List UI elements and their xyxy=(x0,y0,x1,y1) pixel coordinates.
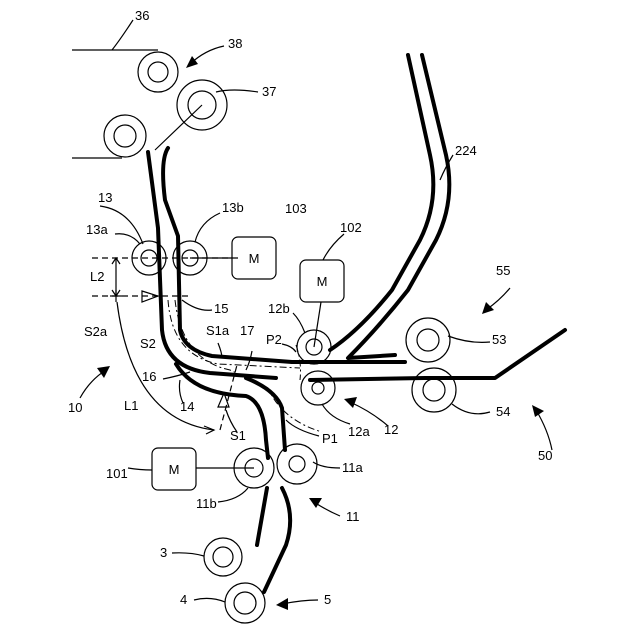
motor-103-label: M xyxy=(249,251,260,266)
arrow-38 xyxy=(186,46,224,68)
roller-4 xyxy=(225,583,265,623)
label-12b: 12b xyxy=(268,301,290,316)
label-L2: L2 xyxy=(90,269,104,284)
label-11: 11 xyxy=(346,509,360,524)
label-10: 10 xyxy=(68,400,82,415)
arrow-5 xyxy=(276,598,318,610)
label-P1: P1 xyxy=(322,431,338,446)
label-3: 3 xyxy=(160,545,167,560)
label-S1a: S1a xyxy=(206,323,230,338)
label-4: 4 xyxy=(180,592,187,607)
roller-54 xyxy=(412,368,456,412)
label-54: 54 xyxy=(496,404,510,419)
label-11b: 11b xyxy=(196,496,217,511)
label-53: 53 xyxy=(492,332,506,347)
label-102: 102 xyxy=(340,220,362,235)
label-16: 16 xyxy=(142,369,156,384)
leader-lines xyxy=(100,20,490,602)
horizontal-transport-path xyxy=(292,330,565,380)
reference-labels: 36 38 37 224 13 13a 13b 103 102 55 12b 5… xyxy=(68,8,552,607)
label-13b: 13b xyxy=(222,200,244,215)
roller-53 xyxy=(406,318,450,362)
label-S2: S2 xyxy=(140,336,156,351)
arrow-12 xyxy=(344,397,388,426)
label-12: 12 xyxy=(384,422,398,437)
motor-101-label: M xyxy=(169,462,180,477)
path-224 xyxy=(330,55,449,358)
label-P2: P2 xyxy=(266,332,282,347)
label-55: 55 xyxy=(496,263,510,278)
arrow-10 xyxy=(80,366,110,398)
roller-38-upper xyxy=(138,52,178,92)
label-224: 224 xyxy=(455,143,477,158)
bottom-feed-path xyxy=(257,488,290,592)
label-103: 103 xyxy=(285,201,307,216)
label-11a: 11a xyxy=(342,460,363,475)
label-38: 38 xyxy=(228,36,242,51)
label-101: 101 xyxy=(106,466,128,481)
roller-12a xyxy=(301,371,335,405)
arrow-11 xyxy=(309,498,340,516)
label-S1: S1 xyxy=(230,428,246,443)
label-36: 36 xyxy=(135,8,149,23)
label-12a: 12a xyxy=(348,424,370,439)
motor-102: M xyxy=(300,260,344,347)
label-13a: 13a xyxy=(86,222,108,237)
label-13: 13 xyxy=(98,190,112,205)
roller-3 xyxy=(204,538,242,576)
belt-36 xyxy=(72,50,202,158)
roller-11a xyxy=(277,444,317,484)
motor-102-label: M xyxy=(317,274,328,289)
label-37: 37 xyxy=(262,84,276,99)
arrow-55 xyxy=(482,288,510,314)
arrow-50 xyxy=(532,405,552,450)
label-15: 15 xyxy=(214,301,228,316)
label-50: 50 xyxy=(538,448,552,463)
label-5: 5 xyxy=(324,592,331,607)
label-S2a: S2a xyxy=(84,324,108,339)
label-L1: L1 xyxy=(124,398,138,413)
label-14: 14 xyxy=(180,399,194,414)
label-17: 17 xyxy=(240,323,254,338)
roller-38-lower xyxy=(104,115,146,157)
